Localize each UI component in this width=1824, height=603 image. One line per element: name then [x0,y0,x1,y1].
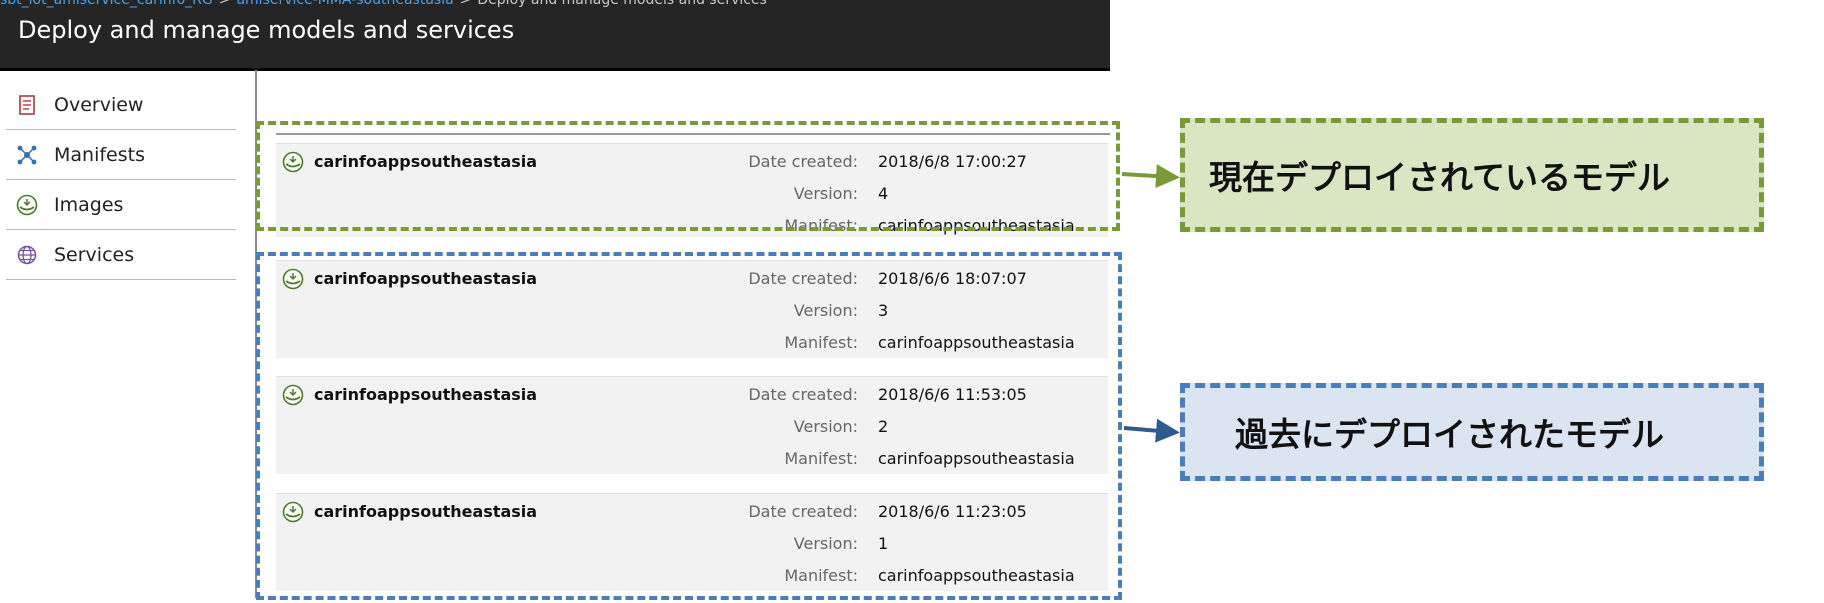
model-card[interactable]: carinfoappsoutheastasia Date created: 20… [276,260,1108,358]
date-created-row: Date created: 2018/6/6 11:23:05 [688,502,1108,522]
date-created-label: Date created: [748,385,858,404]
breadcrumb-workspace[interactable]: amiservice-MMA-southeastasia [236,0,454,8]
date-created-row: Date created: 2018/6/6 18:07:07 [688,269,1108,289]
version-value: 3 [878,301,889,320]
version-row: Version: 1 [688,534,1108,554]
version-value: 1 [878,534,889,553]
header-bar: sbt_iot_amiservice_carinfo_RG > amiservice… [0,0,1110,71]
breadcrumb: sbt_iot_amiservice_carinfo_RG > amiservice… [0,0,767,8]
manifest-row: Manifest: carinfoappsoutheastasia [688,449,1108,469]
model-card-current[interactable]: carinfoappsoutheastasia Date created: 20… [276,143,1108,237]
manifest-row: Manifest: carinfoappsoutheastasia [688,333,1108,353]
date-created-row: Date created: 2018/6/6 11:53:05 [688,385,1108,405]
date-created-label: Date created: [748,152,858,171]
model-name[interactable]: carinfoappsoutheastasia [314,269,538,288]
version-value: 2 [878,417,889,436]
current-model-callout: 現在デプロイされているモデル [1180,118,1764,232]
list-header-rule [276,133,1110,135]
date-created-value: 2018/6/6 11:23:05 [878,502,1027,521]
manifest-label: Manifest: [784,449,858,468]
version-row: Version: 3 [688,301,1108,321]
version-label: Version: [793,534,858,553]
version-label: Version: [793,301,858,320]
version-label: Version: [793,417,858,436]
past-models-highlight [256,252,1122,600]
manifest-value: carinfoappsoutheastasia [878,333,1075,352]
past-arrow [1123,418,1180,443]
breadcrumb-separator: > [218,0,231,8]
model-icon [282,501,304,527]
sidebar: Overview Manifests Image [6,80,236,280]
network-icon [14,143,40,167]
sidebar-item-overview[interactable]: Overview [6,80,236,130]
date-created-row: Date created: 2018/6/8 17:00:27 [688,152,1108,172]
page-title: Deploy and manage models and services [18,16,515,44]
model-name[interactable]: carinfoappsoutheastasia [314,152,538,171]
model-card[interactable]: carinfoappsoutheastasia Date created: 20… [276,376,1108,474]
model-icon [282,268,304,294]
date-created-value: 2018/6/6 11:53:05 [878,385,1027,404]
date-created-value: 2018/6/8 17:00:27 [878,152,1027,171]
manifest-label: Manifest: [784,566,858,585]
sidebar-item-label: Overview [54,93,144,116]
date-created-label: Date created: [748,502,858,521]
model-name[interactable]: carinfoappsoutheastasia [314,502,538,521]
model-icon [282,151,304,177]
date-created-label: Date created: [748,269,858,288]
current-model-highlight [256,121,1120,231]
manifest-value: carinfoappsoutheastasia [878,449,1075,468]
model-icon [282,384,304,410]
model-icon [14,193,40,217]
sidebar-item-manifests[interactable]: Manifests [6,130,236,180]
sidebar-item-images[interactable]: Images [6,180,236,230]
sidebar-item-services[interactable]: Services [6,230,236,280]
manifest-label: Manifest: [784,333,858,352]
date-created-value: 2018/6/6 18:07:07 [878,269,1027,288]
manifest-value: carinfoappsoutheastasia [878,566,1075,585]
document-icon [14,93,40,117]
model-name[interactable]: carinfoappsoutheastasia [314,385,538,404]
version-row: Version: 2 [688,417,1108,437]
past-models-callout: 過去にデプロイされたモデル [1180,383,1764,481]
manifest-row: Manifest: carinfoappsoutheastasia [688,566,1108,586]
version-value: 4 [878,184,889,203]
version-label: Version: [793,184,858,203]
globe-icon [14,243,40,267]
breadcrumb-resource-group[interactable]: sbt_iot_amiservice_carinfo_RG [0,0,213,8]
sidebar-item-label: Images [54,193,124,216]
breadcrumb-separator: > [459,0,472,8]
current-arrow [1121,164,1180,189]
breadcrumb-current: Deploy and manage models and services [477,0,767,8]
sidebar-item-label: Manifests [54,143,145,166]
version-row: Version: 4 [688,184,1108,204]
model-card[interactable]: carinfoappsoutheastasia Date created: 20… [276,493,1108,591]
sidebar-item-label: Services [54,243,135,266]
